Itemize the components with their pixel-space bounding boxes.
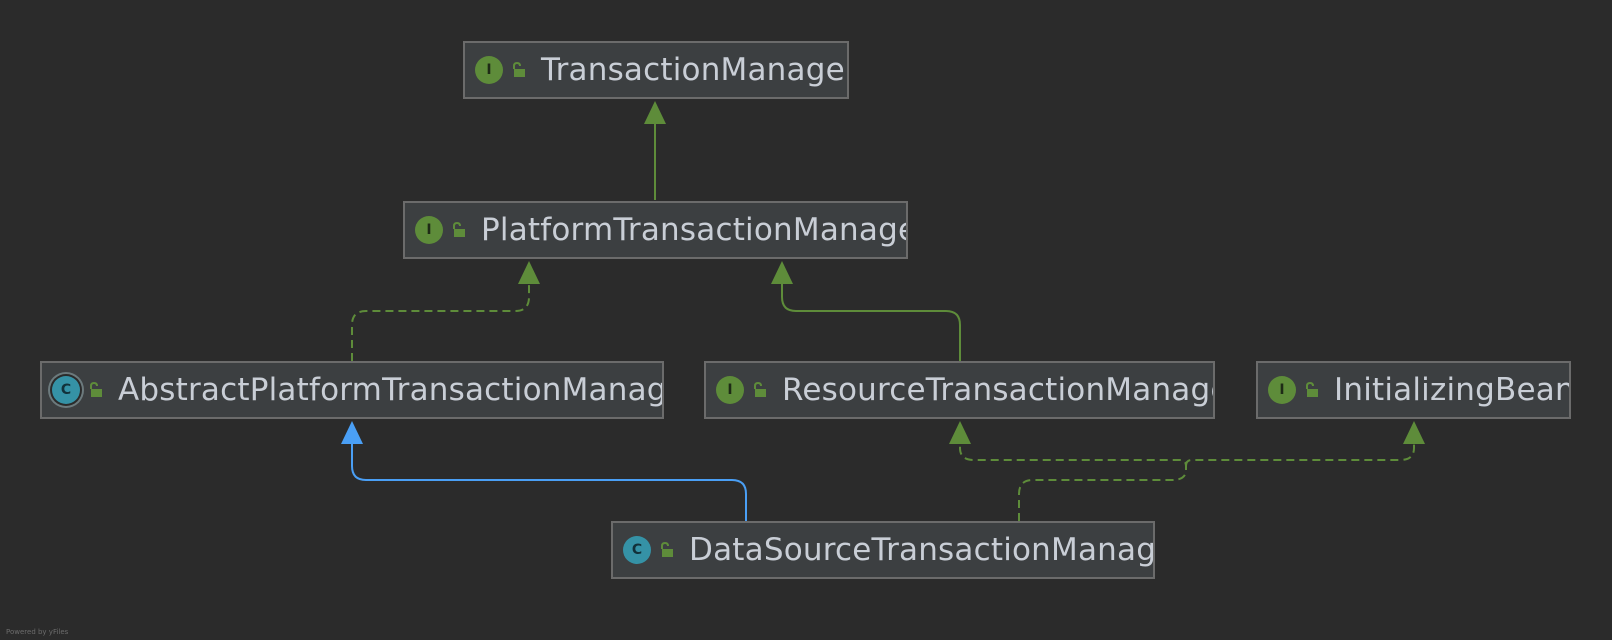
- interface-icon: I: [1268, 376, 1296, 404]
- public-lock-icon: [451, 222, 467, 238]
- class-icon: C: [623, 536, 651, 564]
- public-lock-icon: [88, 382, 104, 398]
- node-platform-transaction-manager[interactable]: I PlatformTransactionManager: [403, 201, 908, 259]
- edge-abstract-to-platform: [351, 261, 540, 361]
- interface-icon: I: [415, 216, 443, 244]
- edge-resource-to-platform: [771, 261, 961, 361]
- powered-by-footer: Powered by yFiles: [6, 628, 69, 636]
- node-label: TransactionManager: [541, 52, 849, 88]
- node-label: InitializingBean: [1334, 372, 1571, 408]
- abstract-class-icon: C: [52, 376, 80, 404]
- public-lock-icon: [1304, 382, 1320, 398]
- edge-platform-to-transaction: [644, 101, 666, 200]
- public-lock-icon: [511, 62, 527, 78]
- public-lock-icon: [659, 542, 675, 558]
- node-transaction-manager[interactable]: I TransactionManager: [463, 41, 849, 99]
- edge-datasource-to-resource-and-initializing: [949, 421, 1425, 521]
- node-label: PlatformTransactionManager: [481, 212, 908, 248]
- node-resource-transaction-manager[interactable]: I ResourceTransactionManager: [704, 361, 1215, 419]
- interface-icon: I: [716, 376, 744, 404]
- public-lock-icon: [752, 382, 768, 398]
- node-abstract-platform-transaction-manager[interactable]: C AbstractPlatformTransactionManager: [40, 361, 664, 419]
- node-label: AbstractPlatformTransactionManager: [118, 372, 664, 408]
- node-label: DataSourceTransactionManager: [689, 532, 1155, 568]
- node-label: ResourceTransactionManager: [782, 372, 1215, 408]
- interface-icon: I: [475, 56, 503, 84]
- node-datasource-transaction-manager[interactable]: C DataSourceTransactionManager: [611, 521, 1155, 579]
- node-initializing-bean[interactable]: I InitializingBean: [1256, 361, 1571, 419]
- edge-datasource-to-abstract: [341, 421, 747, 521]
